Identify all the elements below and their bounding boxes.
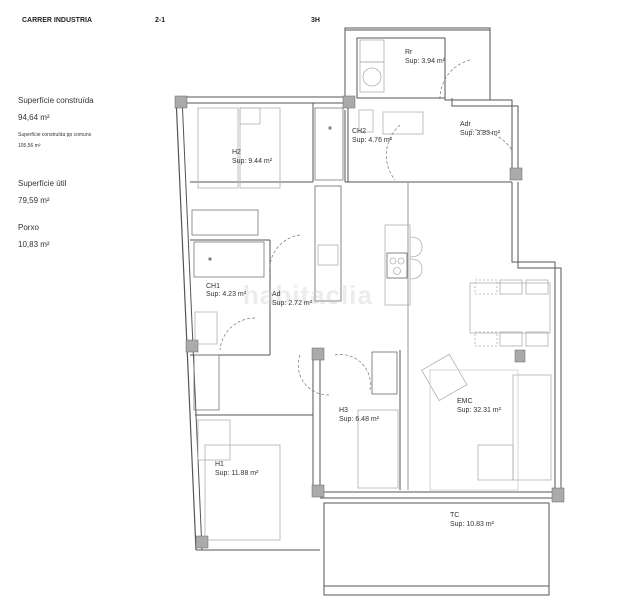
room-area: Sup: 6.48 m² — [339, 416, 380, 423]
room-code: Adr — [460, 121, 471, 128]
room-area: Sup: 4.23 m² — [206, 291, 247, 298]
room-label-h2: H2 Sup: 9.44 m² — [232, 148, 272, 166]
column — [174, 95, 188, 109]
room-area: Sup: 2.72 m² — [272, 300, 313, 307]
built-area-label: Superfície construïda — [18, 96, 94, 105]
useful-area-label: Superfície útil — [18, 179, 67, 188]
room-code: CH2 — [352, 128, 367, 135]
room-code: Rr — [405, 49, 413, 56]
room-label-adr: Adr Sup: 3.83 m² — [460, 120, 500, 138]
built-area-common-label: Superfície construïda pp comuns — [18, 132, 92, 138]
room-code: TC — [450, 512, 460, 519]
room-area: Sup: 3.83 m² — [460, 130, 501, 137]
room-label-emc: EMC Sup: 32.31 m² — [457, 397, 501, 415]
room-code: EMC — [457, 398, 473, 405]
room-code: H1 — [215, 461, 224, 468]
room-area: Sup: 11.88 m² — [215, 470, 259, 477]
room-code: CH1 — [206, 283, 221, 290]
room-code: H3 — [339, 407, 348, 414]
porch-value: 10,83 m² — [18, 240, 50, 249]
room-area: Sup: 4.76 m² — [352, 137, 393, 144]
room-label-ch2: CH2 Sup: 4.76 m² — [352, 127, 392, 145]
room-code: H2 — [232, 149, 241, 156]
room-area: Sup: 32.31 m² — [457, 407, 501, 414]
room-label-ad: Ad Sup: 2.72 m² — [272, 290, 312, 308]
built-area-value: 94,64 m² — [18, 113, 50, 122]
room-label-rr: Rr Sup: 3.94 m² — [405, 48, 445, 66]
room-label-h3: H3 Sup: 6.48 m² — [339, 406, 379, 424]
room-label-tc: TC Sup: 10.83 m² — [450, 511, 494, 529]
room-code: Ad — [272, 291, 281, 298]
useful-area-value: 79,59 m² — [18, 196, 50, 205]
room-area: Sup: 3.94 m² — [405, 58, 446, 65]
room-area: Sup: 10.83 m² — [450, 521, 494, 528]
room-label-ch1: CH1 Sup: 4.23 m² — [206, 282, 246, 299]
unit-number: 3H — [311, 17, 320, 24]
porch-label: Porxo — [18, 223, 39, 232]
built-area-common-value: 105,56 m² — [18, 143, 41, 149]
summary-panel: Superfície construïda 94,64 m² Superfíci… — [18, 96, 94, 249]
block-number: 2-1 — [155, 17, 166, 24]
street-name: CARRER INDUSTRIA — [22, 17, 92, 24]
room-area: Sup: 9.44 m² — [232, 158, 273, 165]
watermark: habitaclia — [243, 280, 373, 310]
room-label-h1: H1 Sup: 11.88 m² — [215, 460, 258, 478]
